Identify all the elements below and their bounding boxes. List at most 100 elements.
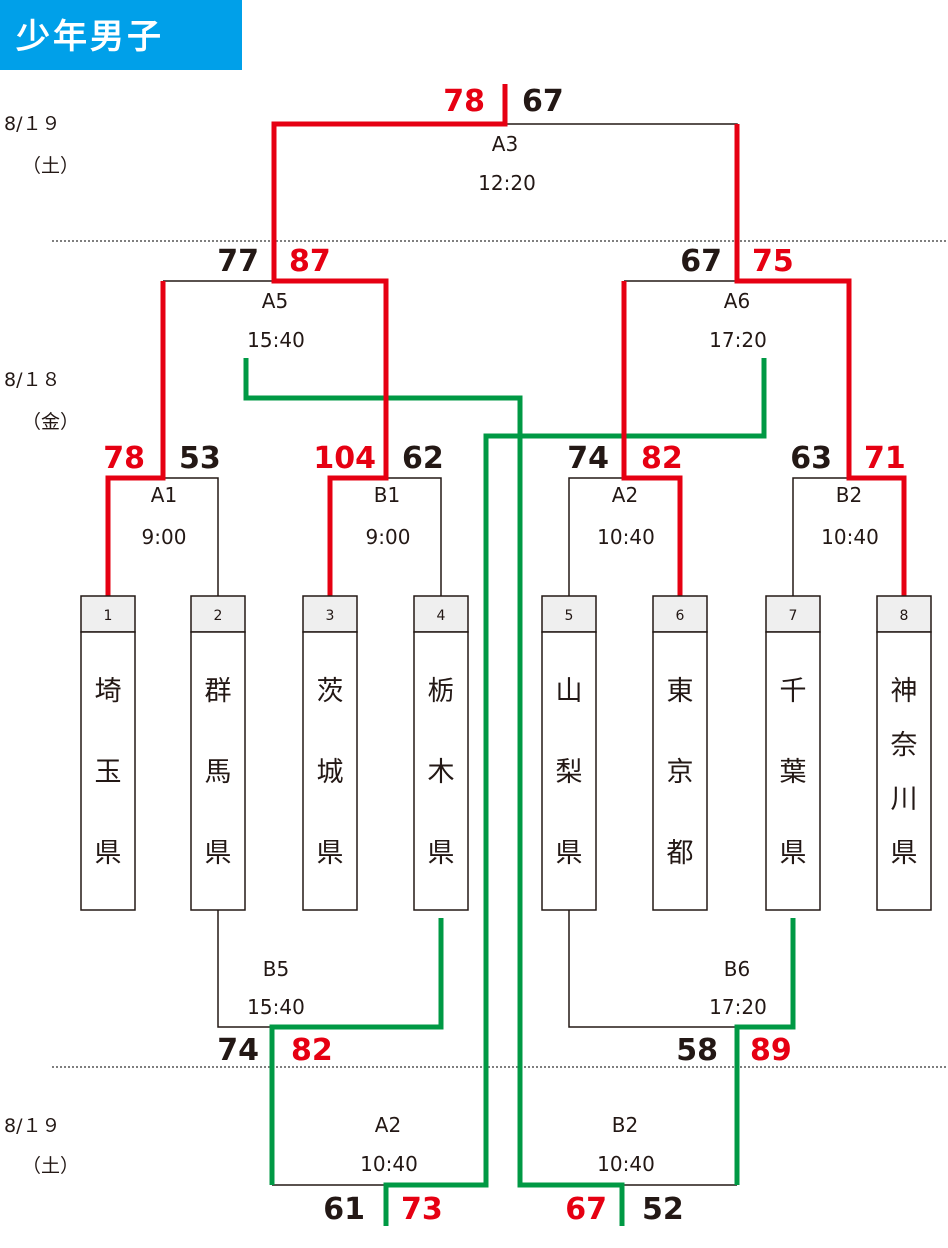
match-code: A6 [724,289,750,313]
team-name-cell [302,631,358,911]
team-name: 栃木県 [428,676,455,869]
score-right: 75 [752,244,794,279]
match-time: 12:20 [478,171,536,195]
score-right: 89 [750,1033,792,1068]
seed-cell [541,595,597,633]
scores: 78 67 77 87 67 75 78 53 104 62 74 82 63 … [103,84,906,1227]
score-right: 53 [179,441,221,476]
match-code: A3 [492,132,518,156]
match-time: 10:40 [821,525,879,549]
score-left: 58 [676,1033,718,1068]
match-time: 17:20 [709,328,767,352]
score-right: 52 [642,1192,684,1227]
match-time: 10:40 [597,525,655,549]
score-right: 62 [402,441,444,476]
consolation-paths [243,358,796,1226]
team-name-cell [652,631,708,911]
seed-cell [876,595,932,633]
team-name-cell [765,631,821,911]
score-right: 82 [641,441,683,476]
consolation-path-a5-loser [243,358,625,1226]
team-box: 2 群馬県 [190,595,246,911]
seed-cell [652,595,708,633]
consolation-path-b6-winner [734,918,796,1185]
winner-paths [105,84,907,596]
match-time: 10:40 [597,1152,655,1176]
match-time: 9:00 [366,525,411,549]
seed-number: 7 [789,608,798,624]
team-name: 神奈川県 [891,676,918,869]
team-name-cell [80,631,136,911]
team-name: 群馬県 [205,676,232,869]
winner-path-kanagawa [734,124,907,596]
score-left: 78 [443,84,485,119]
date-label: 8/１９ [4,1115,61,1137]
team-name-cell [190,631,246,911]
team-name: 千葉県 [780,676,807,869]
match-labels: A3 12:20 A5 15:40 A6 17:20 A1 9:00 B1 9:… [142,132,879,1176]
seed-number: 8 [900,608,909,624]
score-left: 104 [313,441,376,476]
match-time: 15:40 [247,328,305,352]
team-name: 東京都 [667,676,694,869]
weekday-label: （金） [22,411,79,433]
score-left: 74 [567,441,609,476]
match-code: A2 [612,483,638,507]
team-box: 6 東京都 [652,595,708,911]
score-right: 87 [289,244,331,279]
team-name-cell [876,631,932,911]
score-left: 67 [565,1192,607,1227]
match-code: B5 [263,957,289,981]
team-name: 山梨県 [556,676,583,869]
seed-number: 2 [214,608,223,624]
weekday-label: （土） [22,1155,79,1177]
score-right: 73 [401,1192,443,1227]
match-code: B2 [612,1113,638,1137]
score-right: 67 [522,84,564,119]
match-code: A2 [375,1113,401,1137]
match-time: 10:40 [360,1152,418,1176]
team-box: 8 神奈川県 [876,595,932,911]
score-right: 71 [864,441,906,476]
match-code: B6 [724,957,750,981]
consolation-path-a6-loser [383,358,767,1226]
seed-number: 5 [565,608,574,624]
team-name-cell [413,631,469,911]
winner-path-tokyo [621,281,683,596]
weekday-label: （土） [22,155,79,177]
date-label: 8/１８ [4,369,61,391]
score-left: 78 [103,441,145,476]
match-time: 17:20 [709,995,767,1019]
bracket-line [505,123,738,140]
team-box: 7 千葉県 [765,595,821,911]
match-code: A1 [151,483,177,507]
team-name-cell [541,631,597,911]
bracket-line [217,910,272,1028]
team-box: 4 栃木県 [413,595,469,911]
score-left: 63 [790,441,832,476]
match-time: 15:40 [247,995,305,1019]
winner-path-saitama [105,281,166,596]
seed-number: 6 [676,608,685,624]
seed-cell [765,595,821,633]
score-left: 74 [217,1033,259,1068]
consolation-path-b5-winner [269,918,444,1185]
seed-cell [190,595,246,633]
match-code: B1 [374,483,400,507]
seed-number: 4 [437,608,446,624]
bracket-line [568,910,737,1028]
score-left: 67 [680,244,722,279]
title-banner [0,0,242,70]
match-code: B2 [836,483,862,507]
seed-number: 1 [104,608,113,624]
match-code: A5 [262,289,288,313]
team-box: 5 山梨県 [541,595,597,911]
score-left: 77 [217,244,259,279]
seed-number: 3 [326,608,335,624]
date-label: 8/１９ [4,113,61,135]
score-right: 82 [291,1033,333,1068]
